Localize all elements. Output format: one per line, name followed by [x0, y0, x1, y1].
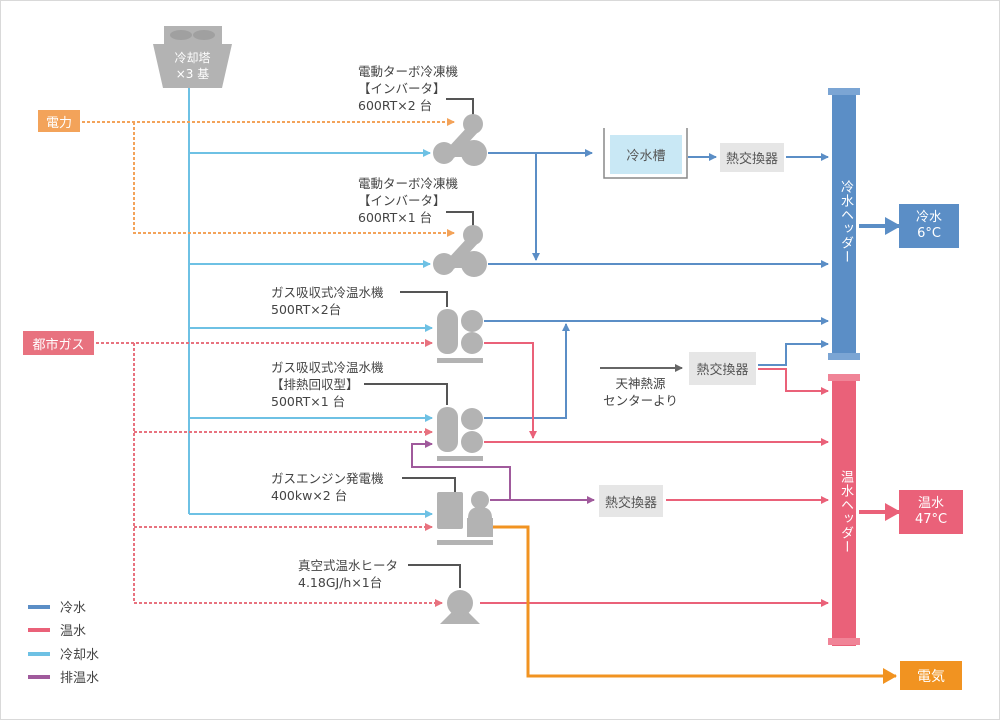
output-temperature: 47°C — [914, 512, 948, 527]
absorption-chiller-icon — [437, 407, 483, 461]
output-name: 温水 — [917, 496, 944, 511]
equipment-name: 電動ターボ冷凍機 — [358, 176, 459, 191]
equipment-type: 【インバータ】 — [358, 193, 446, 208]
legend-label: 温水 — [60, 624, 87, 639]
legend-swatch-exhaust — [28, 674, 50, 679]
heat-exchanger-1: 熱交換器 — [720, 143, 784, 172]
equipment-spec: 500RT×1 台 — [271, 394, 346, 409]
legend-item: 冷水 — [28, 597, 86, 616]
legend-item: 排温水 — [28, 667, 99, 686]
electricity-output: 電気 — [900, 661, 962, 690]
water-heater-icon — [440, 590, 480, 624]
water-heater-label: 真空式温水ヒータ 4.18GJ/h×1台 — [298, 557, 398, 591]
equipment-spec: 600RT×2 台 — [358, 98, 433, 113]
power-lines — [82, 118, 455, 237]
legend-swatch-chilled — [28, 604, 50, 609]
leader-lines — [364, 98, 474, 588]
turbo-chiller-icon — [433, 114, 487, 166]
external-source-suffix: センターより — [603, 393, 678, 408]
tank-outline — [603, 128, 688, 179]
cooling-tower-count: ×3 基 — [175, 67, 210, 81]
equipment-spec: 4.18GJ/h×1台 — [298, 575, 383, 590]
equipment-type: 【排熱回収型】 — [271, 377, 359, 392]
external-source-label: 天神熱源 センターより — [598, 375, 683, 409]
cooling-water-lines — [188, 88, 433, 518]
power-source-tag: 電力 — [38, 110, 80, 132]
equipment-spec: 400kw×2 台 — [271, 488, 348, 503]
output-temperature: 6°C — [917, 226, 941, 241]
legend-item: 温水 — [28, 620, 86, 639]
equipment-spec: 500RT×2台 — [271, 302, 342, 317]
heat-exchanger-2: 熱交換器 — [689, 352, 756, 385]
absorption-chiller-1-label: ガス吸収式冷温水機 500RT×2台 — [271, 284, 384, 318]
legend-item: 冷却水 — [28, 644, 99, 663]
equipment-name: 電動ターボ冷凍機 — [358, 64, 459, 79]
hot-header — [828, 374, 860, 646]
absorption-chiller-icon — [437, 309, 483, 363]
equipment-name: ガス吸収式冷温水機 — [271, 360, 384, 375]
equipment-name: ガス吸収式冷温水機 — [271, 285, 384, 300]
legend-swatch-cooling — [28, 651, 50, 656]
external-source-name: 天神熱源 — [615, 376, 666, 391]
electricity-line — [492, 525, 897, 684]
legend-label: 冷水 — [60, 601, 87, 616]
city-gas-source-tag: 都市ガス — [23, 331, 94, 355]
equipment-name: ガスエンジン発電機 — [271, 471, 384, 486]
turbo-chiller-2-label: 電動ターボ冷凍機 【インバータ】 600RT×1 台 — [358, 175, 458, 226]
heat-exchanger-3: 熱交換器 — [599, 485, 663, 517]
chilled-water-tank: 冷水槽 — [610, 135, 682, 174]
equipment-name: 真空式温水ヒータ — [298, 558, 399, 573]
hot-water-output: 温水 47°C — [899, 490, 963, 534]
absorption-chiller-2-label: ガス吸収式冷温水機 【排熱回収型】 500RT×1 台 — [271, 359, 384, 410]
legend-label: 冷却水 — [60, 648, 100, 663]
hot-water-lines — [480, 342, 829, 607]
chilled-header-label: 冷水ヘッダー — [838, 180, 853, 264]
gas-lines — [96, 339, 443, 607]
gas-engine-generator-icon — [437, 491, 493, 545]
chilled-header — [828, 88, 860, 360]
cooling-tower-name: 冷却塔 — [174, 51, 211, 65]
legend-swatch-hot — [28, 627, 50, 632]
turbo-chiller-icon — [433, 225, 487, 277]
chilled-water-lines — [484, 149, 829, 419]
turbo-chiller-1-label: 電動ターボ冷凍機 【インバータ】 600RT×2 台 — [358, 63, 458, 114]
legend-label: 排温水 — [60, 671, 100, 686]
chilled-water-output: 冷水 6°C — [899, 204, 959, 248]
cooling-tower-icon — [153, 26, 232, 88]
equipment-type: 【インバータ】 — [358, 81, 446, 96]
exhaust-water-lines — [411, 440, 595, 504]
gas-engine-label: ガスエンジン発電機 400kw×2 台 — [271, 470, 384, 504]
hot-header-label: 温水ヘッダー — [838, 470, 853, 554]
equipment-spec: 600RT×1 台 — [358, 210, 433, 225]
output-name: 冷水 — [915, 210, 942, 225]
cooling-tower-label: 冷却塔 ×3 基 — [163, 50, 222, 82]
